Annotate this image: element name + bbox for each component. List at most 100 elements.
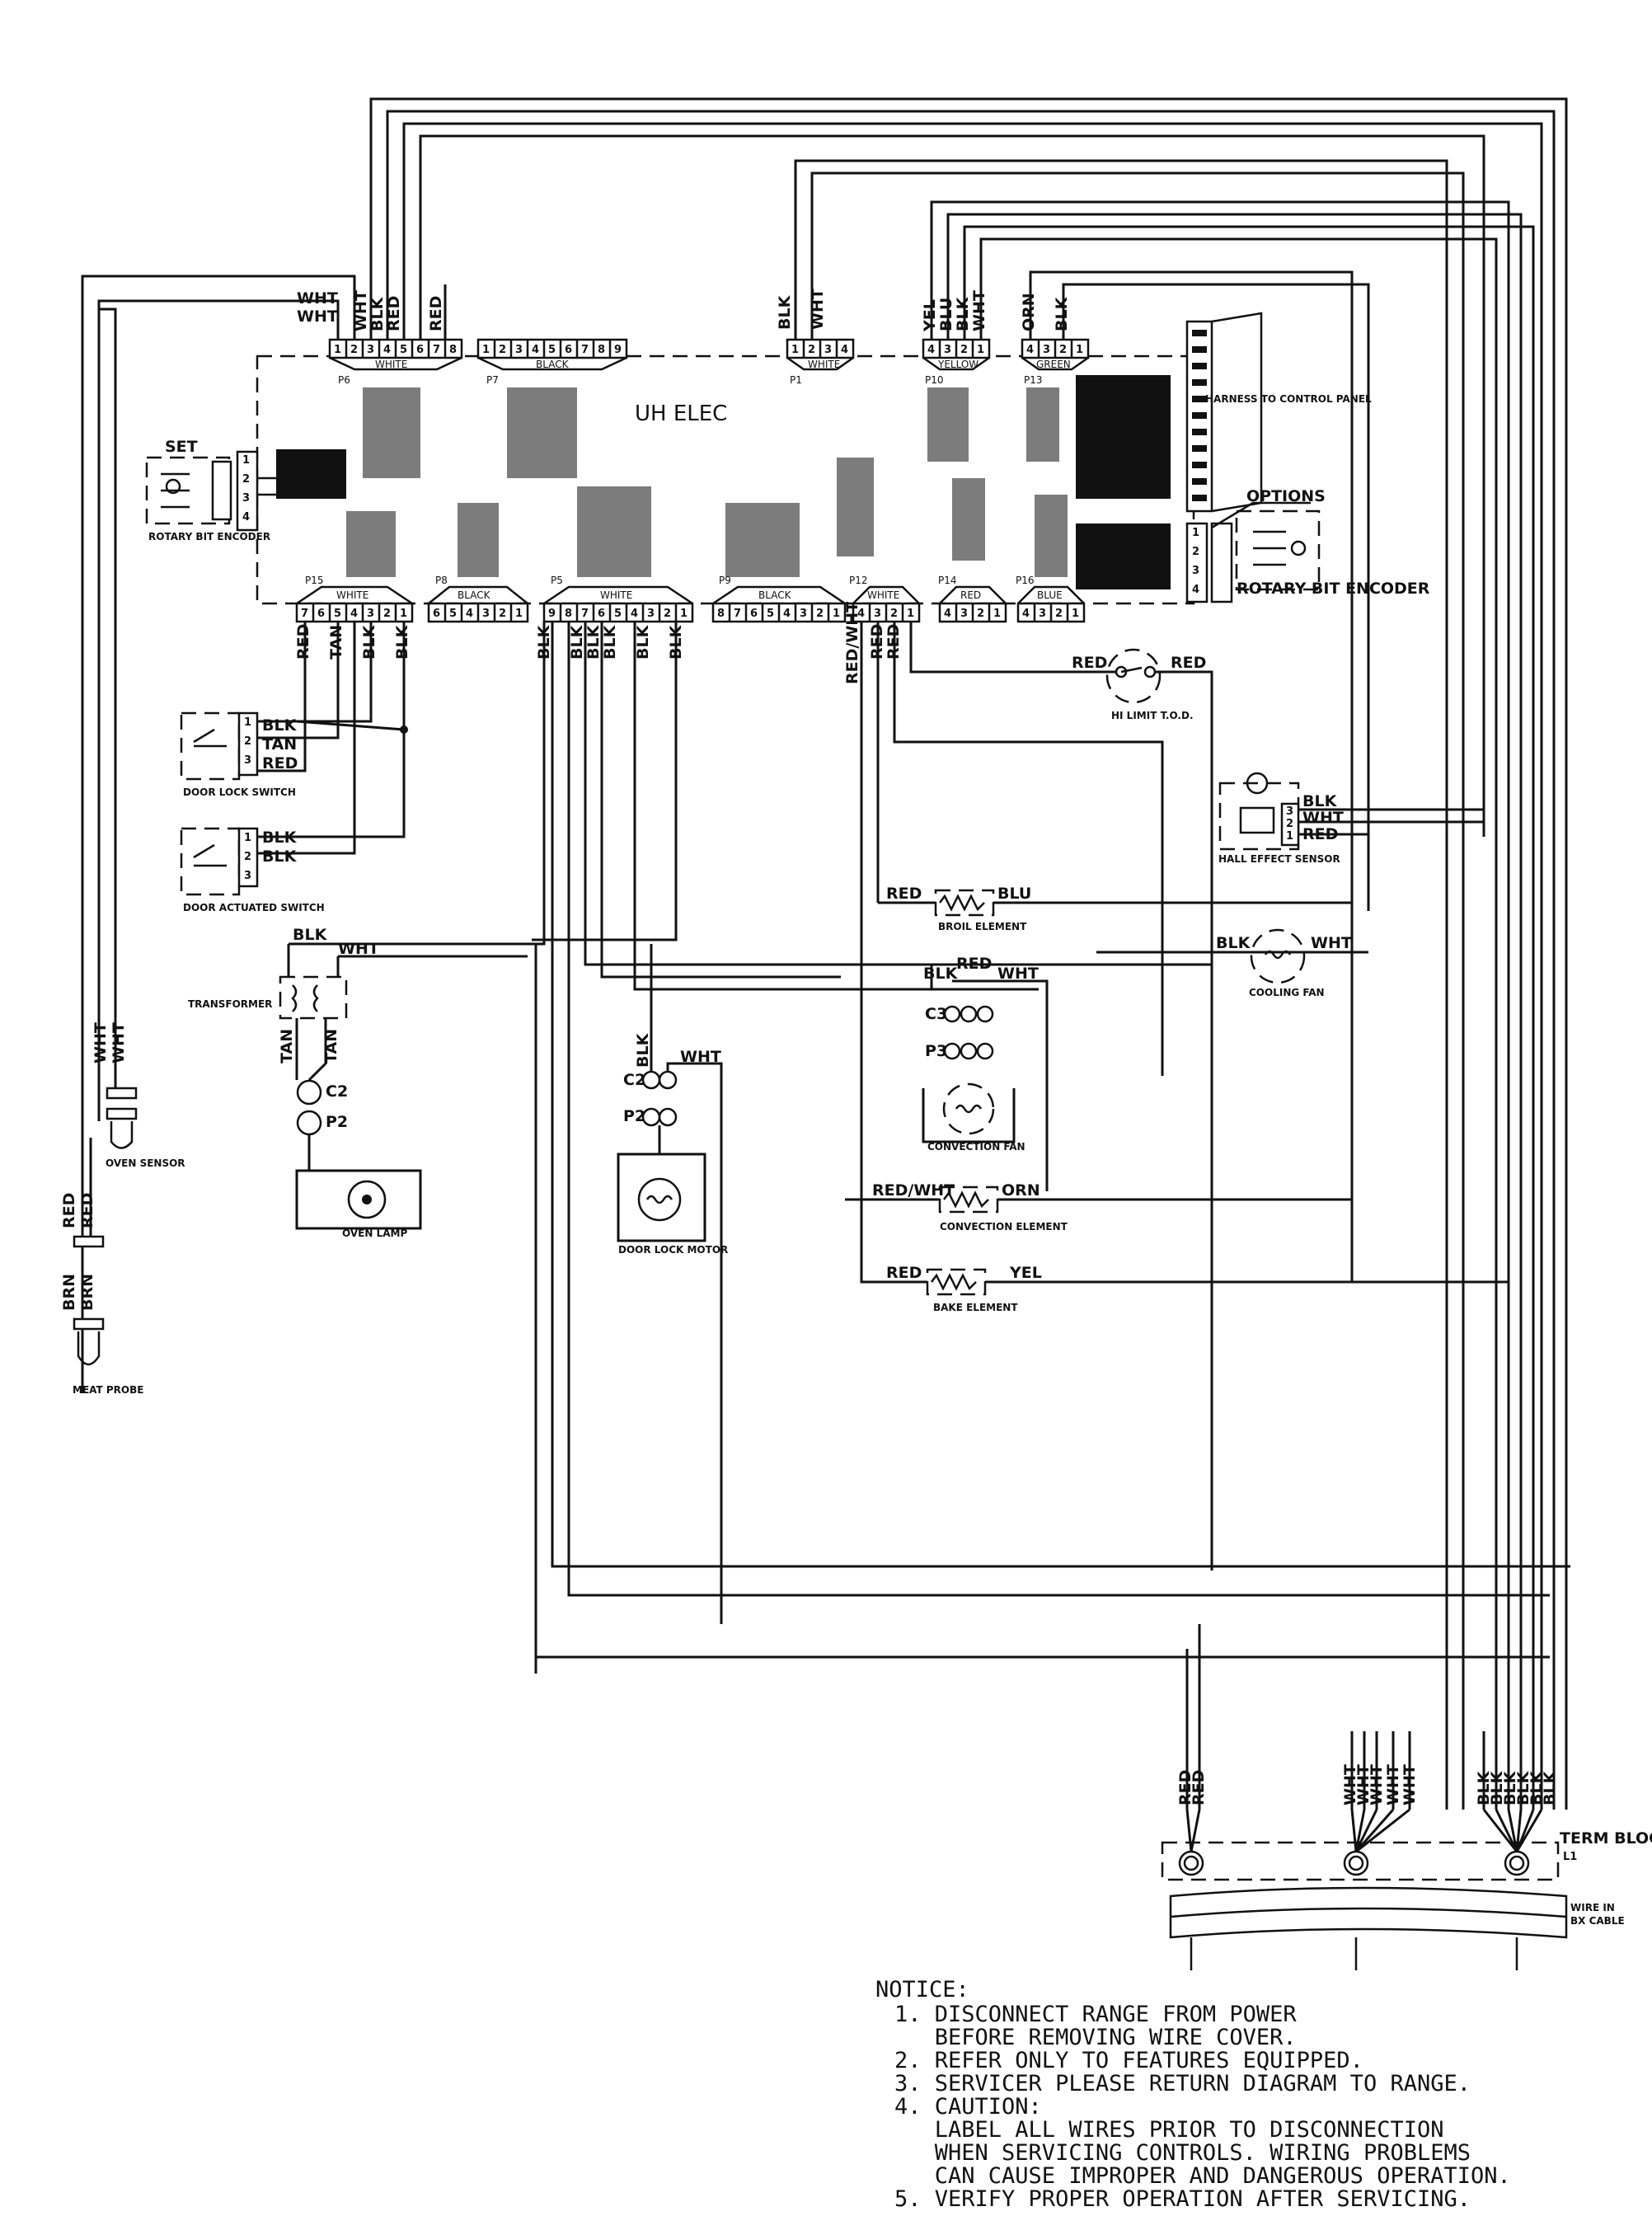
svg-text:WHT: WHT [92, 1022, 110, 1063]
svg-text:3. SERVICER PLEASE RETURN DIAG: 3. SERVICER PLEASE RETURN DIAGRAM TO RAN… [894, 2071, 1471, 2096]
svg-text:WHT: WHT [1368, 1764, 1386, 1805]
harness-label: HARNESS TO CONTROL PANEL [1205, 393, 1372, 405]
svg-text:8: 8 [717, 608, 725, 620]
svg-text:3: 3 [1286, 805, 1293, 818]
door-lock-switch-label: DOOR LOCK SWITCH [183, 786, 296, 798]
svg-text:C2: C2 [326, 1082, 348, 1101]
svg-text:TAN: TAN [322, 1029, 340, 1063]
svg-text:3: 3 [800, 608, 807, 620]
svg-text:WHT: WHT [297, 289, 338, 308]
svg-text:8: 8 [598, 344, 605, 356]
svg-text:BLUE: BLUE [1037, 589, 1063, 601]
svg-text:1: 1 [334, 344, 341, 356]
harness-pins [1192, 330, 1207, 501]
svg-text:2: 2 [808, 344, 815, 356]
svg-text:BLK: BLK [360, 624, 378, 660]
oven-sensor-label: OVEN SENSOR [106, 1157, 185, 1169]
svg-text:BLK: BLK [1528, 1770, 1546, 1805]
svg-text:4: 4 [1026, 344, 1034, 356]
svg-text:4: 4 [350, 608, 358, 620]
svg-text:4. CAUTION:: 4. CAUTION: [894, 2094, 1042, 2120]
meat-probe [73, 1138, 105, 1366]
top-wires [81, 97, 1568, 1810]
svg-text:BLK: BLK [1541, 1770, 1559, 1805]
svg-text:5. VERIFY PROPER OPERATION AFT: 5. VERIFY PROPER OPERATION AFTER SERVICI… [894, 2186, 1471, 2212]
svg-text:P13: P13 [1024, 374, 1043, 386]
svg-text:WHITE: WHITE [336, 589, 368, 601]
convection-fan [922, 965, 1049, 1191]
svg-text:1: 1 [680, 608, 688, 620]
svg-text:BRN: BRN [78, 1274, 96, 1311]
hall-effect-label: HALL EFFECT SENSOR [1218, 853, 1340, 865]
oven-lamp-label: OVEN LAMP [342, 1228, 407, 1239]
svg-text:BLK: BLK [776, 294, 794, 330]
svg-text:P6: P6 [338, 374, 350, 386]
svg-text:RED: RED [1176, 1770, 1194, 1805]
door-actuated-switch-label: DOOR ACTUATED SWITCH [183, 902, 325, 913]
svg-text:5: 5 [548, 344, 556, 356]
svg-text:WHITE: WHITE [600, 589, 632, 601]
svg-text:2: 2 [890, 608, 898, 620]
svg-text:WHITE: WHITE [375, 359, 407, 370]
svg-text:BLK: BLK [1302, 792, 1338, 810]
svg-text:RED: RED [1072, 654, 1107, 672]
svg-text:RED: RED [886, 1264, 922, 1282]
svg-text:6: 6 [317, 608, 325, 620]
meat-probe-label: MEAT PROBE [73, 1384, 143, 1396]
svg-text:1: 1 [400, 608, 407, 620]
svg-text:BLK: BLK [1488, 1770, 1506, 1805]
svg-text:7: 7 [734, 608, 741, 620]
convection-element [845, 1185, 1352, 1214]
svg-text:RED/WHT: RED/WHT [843, 602, 861, 684]
svg-text:BLK: BLK [923, 965, 959, 983]
l1-label: L1 [1563, 1851, 1577, 1863]
svg-text:3: 3 [960, 608, 968, 620]
hall-effect-sensor: 321 [1218, 772, 1485, 851]
svg-text:3: 3 [242, 492, 250, 505]
oven-sensor [106, 1087, 138, 1149]
svg-text:8: 8 [565, 608, 572, 620]
svg-text:ORN: ORN [1020, 293, 1038, 331]
svg-text:7: 7 [433, 344, 440, 356]
svg-text:2: 2 [242, 473, 250, 486]
svg-text:3: 3 [367, 608, 374, 620]
svg-text:3: 3 [944, 344, 951, 356]
svg-text:1: 1 [1072, 608, 1079, 620]
svg-text:P5: P5 [551, 575, 563, 586]
svg-text:ORN: ORN [1002, 1181, 1040, 1200]
svg-text:1: 1 [791, 344, 799, 356]
transformer-label: TRANSFORMER [188, 998, 272, 1010]
svg-text:C3: C3 [925, 1005, 947, 1023]
svg-text:WHT: WHT [1354, 1764, 1373, 1805]
svg-text:3: 3 [874, 608, 881, 620]
svg-text:BLK: BLK [634, 624, 652, 660]
door-actuated-switch: 123 [180, 827, 259, 896]
svg-text:BLK: BLK [368, 296, 387, 331]
notice: NOTICE: 1. DISCONNECT RANGE FROM POWER B… [875, 1977, 1511, 2212]
svg-text:1: 1 [482, 344, 490, 356]
svg-text:2. REFER ONLY TO FEATURES EQUI: 2. REFER ONLY TO FEATURES EQUIPPED. [894, 2048, 1363, 2073]
svg-text:RED: RED [294, 624, 312, 660]
svg-text:2: 2 [244, 735, 251, 748]
svg-text:1: 1 [242, 454, 250, 467]
cooling-fan-label: COOLING FAN [1249, 987, 1325, 998]
svg-text:P2: P2 [623, 1107, 645, 1125]
svg-text:3: 3 [1039, 608, 1046, 620]
svg-text:3: 3 [244, 754, 251, 767]
svg-text:RED/WHT: RED/WHT [872, 1181, 955, 1200]
convection-fan-label: CONVECTION FAN [927, 1141, 1025, 1153]
broil-label: BROIL ELEMENT [938, 921, 1027, 932]
convection-element-label: CONVECTION ELEMENT [940, 1221, 1068, 1232]
svg-text:TAN: TAN [327, 625, 345, 660]
svg-text:3: 3 [244, 870, 251, 882]
svg-text:P3: P3 [925, 1042, 947, 1060]
term-block [1161, 1624, 1568, 1970]
svg-text:WHT: WHT [1341, 1764, 1359, 1805]
svg-text:WHT: WHT [809, 289, 827, 330]
svg-text:BLK: BLK [262, 829, 298, 847]
svg-text:1: 1 [907, 608, 914, 620]
